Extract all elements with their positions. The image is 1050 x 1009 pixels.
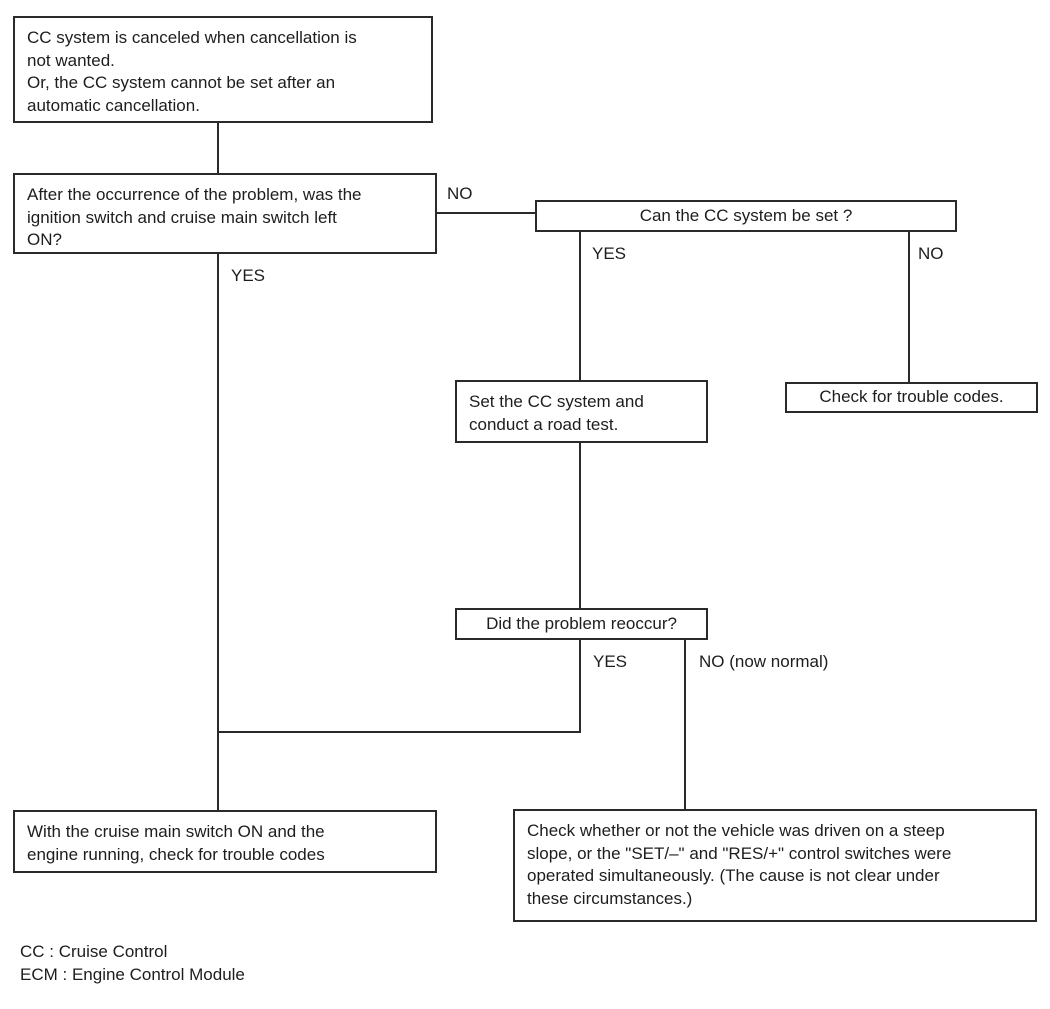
branch-label-reoccur-no: NO (now normal)	[699, 652, 829, 671]
flow-node-reoccur-question: Did the problem reoccur?	[455, 608, 708, 640]
connector-start-to-ignition	[217, 123, 219, 175]
legend-ecm: ECM : Engine Control Module	[20, 965, 245, 984]
flow-node-start: CC system is canceled when cancellation …	[13, 16, 433, 123]
connector-reoccur-yes-vertical	[579, 640, 581, 733]
legend-cc: CC : Cruise Control	[20, 942, 168, 961]
connector-ignition-yes-to-checkcodes	[217, 254, 219, 812]
branch-label-ignition-yes: YES	[231, 266, 266, 285]
branch-label-reoccur-yes: YES	[593, 652, 628, 671]
flow-node-can-set-question: Can the CC system be set ?	[535, 200, 957, 232]
flow-node-check-steep-slope: Check whether or not the vehicle was dri…	[513, 809, 1037, 922]
connector-canset-yes-to-roadtest	[579, 232, 581, 380]
flow-node-check-trouble-codes: Check for trouble codes.	[785, 382, 1038, 413]
connector-reoccur-no-to-slope	[684, 640, 686, 809]
flow-node-ignition-question: After the occurrence of the problem, was…	[13, 173, 437, 254]
connector-canset-no-to-troublecodes	[908, 232, 910, 382]
flow-node-check-codes-engine-running: With the cruise main switch ON and the e…	[13, 810, 437, 873]
flow-node-road-test: Set the CC system and conduct a road tes…	[455, 380, 708, 443]
connector-roadtest-to-reoccur	[579, 443, 581, 608]
connector-reoccur-yes-horizontal	[217, 731, 581, 733]
branch-label-can-set-yes: YES	[592, 244, 627, 263]
branch-label-can-set-no: NO	[918, 244, 944, 263]
connector-ignition-no-to-canset	[437, 212, 535, 214]
branch-label-ignition-no: NO	[447, 184, 473, 203]
